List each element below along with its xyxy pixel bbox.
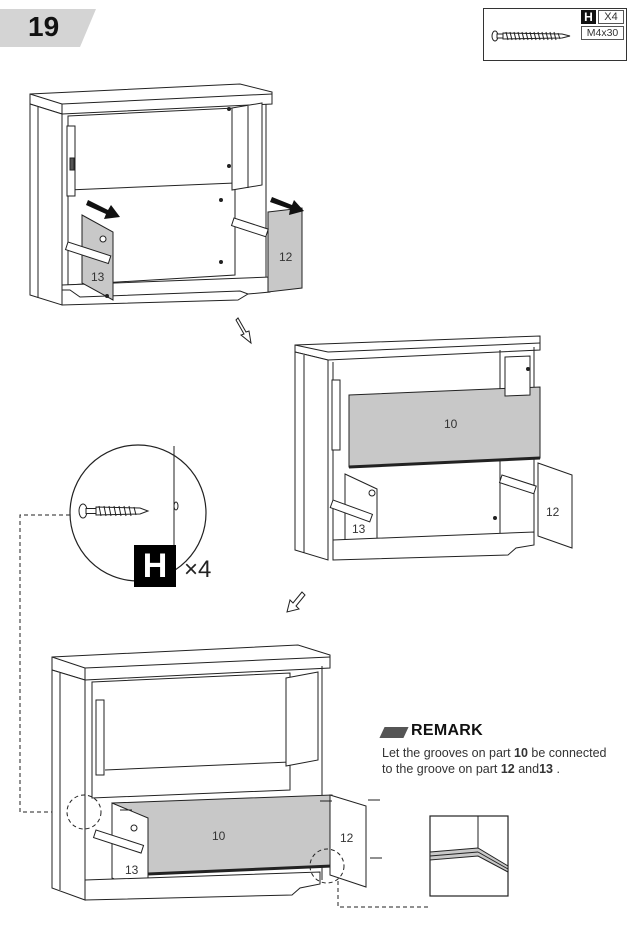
cabinet-middle [294,335,573,561]
hardware-letter: H [581,10,596,24]
part-13-label-top: 13 [91,270,105,284]
step-number: 19 [28,11,60,42]
hardware-spec: M4x30 [581,26,624,40]
hardware-box [483,8,627,61]
cabinet-bottom [51,644,382,901]
groove-detail [429,815,509,897]
remark-text: Let the grooves on part 10 be connected … [382,746,607,776]
cabinet-top [29,83,303,306]
hardware-quantity: X4 [598,10,624,24]
remark-title: REMARK [411,722,484,739]
part-12-label-top: 12 [279,250,293,264]
part-13-label-bottom: 13 [125,863,139,877]
part-10-label-bottom: 10 [212,829,226,843]
hardware-multiplier: ×4 [184,556,212,583]
part-12-label-bottom: 12 [340,831,354,845]
part-13-label-mid: 13 [352,522,366,536]
part-10-label-mid: 10 [444,417,458,431]
hardware-h-badge: H [134,545,176,587]
remark-bar-icon [379,727,409,738]
part-12-label-mid: 12 [546,505,560,519]
step-tab [0,9,96,47]
